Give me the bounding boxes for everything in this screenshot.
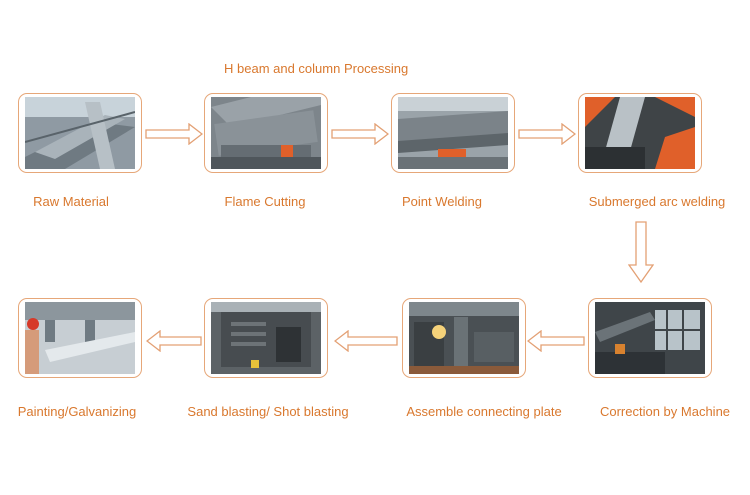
flame-cutting-photo: [211, 97, 321, 169]
step-card-assemble-plate: [402, 298, 526, 378]
step-label-correction-machine: Correction by Machine: [599, 404, 731, 419]
step-card-submerged-arc-welding: [578, 93, 702, 173]
step-label-point-welding: Point Welding: [402, 194, 482, 209]
step-card-point-welding: [391, 93, 515, 173]
diagram-title: H beam and column Processing: [224, 61, 409, 76]
arrow-left-icon: [334, 330, 398, 352]
assemble-plate-photo: [409, 302, 519, 374]
arrow-down-icon: [628, 221, 654, 283]
step-label-sand-blasting: Sand blasting/ Shot blasting: [187, 404, 349, 419]
arrow-right-icon: [331, 123, 389, 145]
step-card-painting-galvanizing: [18, 298, 142, 378]
step-card-correction-machine: [588, 298, 712, 378]
arrow-left-icon: [146, 330, 202, 352]
arrow-right-icon: [518, 123, 576, 145]
point-welding-photo: [398, 97, 508, 169]
step-label-raw-material: Raw Material: [33, 194, 109, 209]
step-label-submerged-arc-welding: Submerged arc welding: [588, 194, 726, 209]
step-label-flame-cutting: Flame Cutting: [224, 194, 306, 209]
correction-machine-photo: [595, 302, 705, 374]
step-card-sand-blasting: [204, 298, 328, 378]
submerged-arc-welding-photo: [585, 97, 695, 169]
step-label-assemble-plate: Assemble connecting plate: [406, 404, 562, 419]
sand-blasting-photo: [211, 302, 321, 374]
painting-galvanizing-photo: [25, 302, 135, 374]
raw-material-photo: [25, 97, 135, 169]
arrow-right-icon: [145, 123, 203, 145]
step-label-painting-galvanizing: Painting/Galvanizing: [17, 404, 137, 419]
arrow-left-icon: [527, 330, 585, 352]
step-card-raw-material: [18, 93, 142, 173]
step-card-flame-cutting: [204, 93, 328, 173]
